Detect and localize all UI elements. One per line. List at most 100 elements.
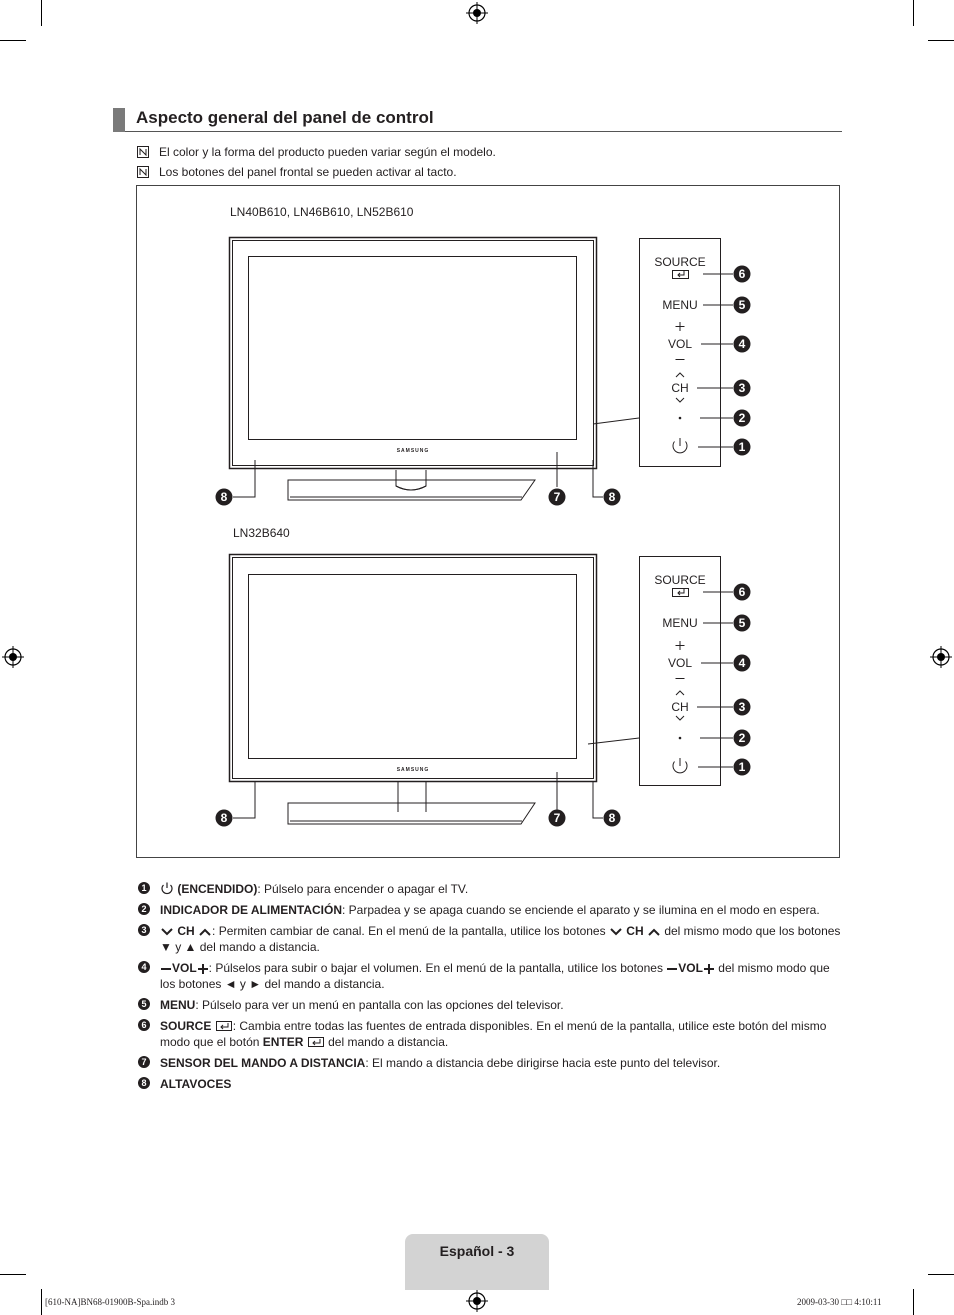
svg-text:5: 5	[739, 616, 746, 630]
item-number: 5	[138, 998, 150, 1010]
desc-text: del mismo modo que los botones ▼ y ▲ del…	[160, 924, 841, 954]
enter-icon	[307, 1037, 324, 1047]
list-item: 2 INDICADOR DE ALIMENTACIÓN: Parpadea y …	[138, 902, 842, 918]
svg-text:7: 7	[554, 811, 561, 825]
svg-text:8: 8	[221, 811, 228, 825]
term: INDICADOR DE ALIMENTACIÓN	[160, 903, 342, 917]
page-tab	[405, 1234, 549, 1290]
item-number: 8	[138, 1077, 150, 1089]
panel-label-source: SOURCE	[654, 573, 705, 587]
callout-6: 6	[733, 583, 751, 601]
note-icon	[137, 166, 149, 178]
desc-text: : Permiten cambiar de canal. En el menú …	[212, 924, 606, 938]
description-list: 1 (ENCENDIDO): Púlselo para encender o a…	[138, 881, 842, 1097]
desc-text: : Púlselo para ver un menú en pantalla c…	[195, 998, 564, 1012]
model-list-bottom: LN32B640	[233, 526, 290, 540]
registration-mark-icon	[930, 646, 952, 668]
svg-text:3: 3	[739, 700, 746, 714]
callout-8: 8	[603, 809, 621, 827]
crop-mark	[928, 40, 954, 41]
term: (ENCENDIDO)	[177, 882, 258, 896]
term: ENTER	[262, 1035, 304, 1049]
enter-icon	[215, 1021, 232, 1031]
item-number: 3	[138, 924, 150, 936]
svg-text:6: 6	[739, 267, 746, 281]
svg-text:8: 8	[221, 490, 228, 504]
note-text: Los botones del panel frontal se pueden …	[159, 165, 457, 179]
date-slug: 2009-03-30 □□ 4:10:11	[797, 1297, 882, 1307]
callout-5: 5	[733, 296, 751, 314]
callout-2: 2	[733, 409, 751, 427]
item-number: 7	[138, 1056, 150, 1068]
item-number: 6	[138, 1019, 150, 1031]
svg-text:5: 5	[739, 298, 746, 312]
item-number: 4	[138, 961, 150, 973]
section-title: Aspecto general del panel de control	[136, 108, 434, 127]
brand-logo: SAMSUNG	[397, 448, 430, 454]
diagram-frame	[136, 185, 840, 858]
chevron-down-icon	[161, 928, 173, 936]
list-item: 4 VOL : Púlselos para subir o bajar el vo…	[138, 960, 842, 992]
callout-7: 7	[548, 488, 566, 506]
svg-text:4: 4	[739, 337, 746, 351]
brand-logo: SAMSUNG	[397, 767, 430, 773]
minus-icon	[667, 968, 678, 970]
crop-mark	[0, 1274, 26, 1275]
svg-text:1: 1	[739, 440, 746, 454]
term: CH	[626, 924, 644, 938]
tv-control-diagram: SOURCE MENU VOL CH SOURCE MENU VOL CH SA…	[215, 236, 751, 827]
list-item: 7 SENSOR DEL MANDO A DISTANCIA: El mando…	[138, 1055, 842, 1071]
item-number: 2	[138, 903, 150, 915]
list-item: 3 CH : Permiten cambiar de canal. En el …	[138, 923, 842, 955]
callout-3: 3	[733, 698, 751, 716]
callout-4: 4	[733, 654, 751, 672]
plus-icon	[197, 964, 208, 974]
chevron-up-icon	[648, 928, 660, 936]
term: VOL	[172, 961, 197, 975]
desc-text: del mismo modo que los botones ◄ y ► del…	[160, 961, 830, 991]
registration-mark-icon	[466, 1290, 488, 1312]
panel-label-source: SOURCE	[654, 255, 705, 269]
panel-label-ch: CH	[671, 700, 688, 714]
svg-text:8: 8	[609, 811, 616, 825]
svg-text:3: 3	[739, 381, 746, 395]
list-item: 8 ALTAVOCES	[138, 1076, 842, 1092]
svg-text:1: 1	[739, 760, 746, 774]
callout-8: 8	[603, 488, 621, 506]
panel-label-vol: VOL	[668, 337, 692, 351]
desc-text: : Púlselos para subir o bajar el volumen…	[208, 961, 663, 975]
heading-bar	[113, 108, 125, 132]
panel-label-menu: MENU	[662, 298, 697, 312]
term: MENU	[160, 998, 196, 1012]
desc-text: : Púlselo para encender o apagar el TV.	[257, 882, 469, 896]
item-number: 1	[138, 882, 150, 894]
list-item: 6 SOURCE : Cambia entre todas las fuente…	[138, 1018, 842, 1050]
term: SENSOR DEL MANDO A DISTANCIA	[160, 1056, 366, 1070]
panel-label-ch: CH	[671, 381, 688, 395]
callout-3: 3	[733, 379, 751, 397]
note-icon	[137, 146, 149, 158]
callout-8: 8	[215, 809, 233, 827]
minus-icon	[161, 968, 171, 970]
callout-1: 1	[733, 438, 751, 456]
plus-icon	[703, 964, 714, 974]
chevron-up-icon	[199, 928, 211, 936]
note-text: El color y la forma del producto pueden …	[159, 145, 496, 159]
list-item: 1 (ENCENDIDO): Púlselo para encender o a…	[138, 881, 842, 897]
crop-mark	[928, 1274, 954, 1275]
term: SOURCE	[160, 1019, 212, 1033]
svg-text:2: 2	[739, 411, 746, 425]
desc-text: : Parpadea y se apaga cuando se enciende…	[342, 903, 820, 917]
panel-label-menu: MENU	[662, 616, 697, 630]
callout-5: 5	[733, 614, 751, 632]
term: CH	[177, 924, 195, 938]
registration-mark-icon	[2, 646, 24, 668]
svg-text:6: 6	[739, 585, 746, 599]
callout-6: 6	[733, 265, 751, 283]
callout-4: 4	[733, 335, 751, 353]
crop-mark	[41, 0, 42, 26]
crop-mark	[913, 1289, 914, 1315]
chevron-down-icon	[610, 928, 622, 936]
term: ALTAVOCES	[160, 1077, 232, 1091]
power-icon	[161, 882, 173, 895]
